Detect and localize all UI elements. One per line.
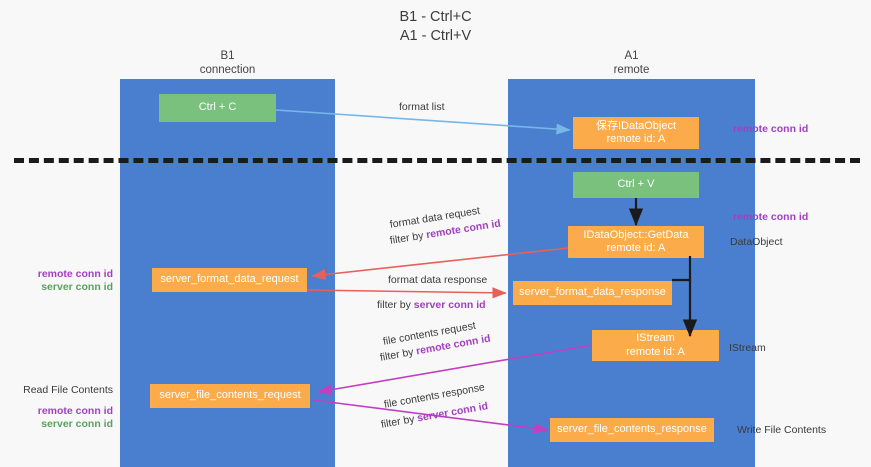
column-header-b1-line1: B1: [220, 50, 235, 62]
node-server-format-data-response-label: server_format_data_response: [519, 286, 666, 299]
edge-label-format-data-response-filter: filter by server conn id: [377, 299, 486, 312]
node-ctrl-c[interactable]: Ctrl + C: [159, 94, 276, 122]
edge-label-format-data-response-filter-prefix: filter by: [377, 299, 414, 311]
diagram-title-line1: B1 - Ctrl+C: [399, 9, 472, 25]
node-idataobject-getdata[interactable]: IDataObject::GetData remote id: A: [568, 226, 704, 258]
node-ctrl-c-label: Ctrl + C: [198, 101, 237, 114]
annotation-dataobject: DataObject: [730, 236, 783, 248]
column-header-b1-line2: connection: [199, 63, 256, 76]
annotation-istream: IStream: [729, 342, 766, 354]
edge-label-format-data-response: format data response: [388, 274, 488, 286]
node-save-idataobject-label: 保存IDataObject: [595, 119, 677, 132]
annotation-left-server-conn-id-mid: server conn id: [41, 281, 113, 293]
node-server-file-contents-response[interactable]: server_file_contents_response: [550, 418, 714, 442]
column-header-a1-line2: remote: [613, 63, 650, 76]
annotation-write-file-contents: Write File Contents: [737, 424, 827, 436]
node-server-format-data-request-label: server_format_data_request: [160, 273, 299, 286]
annotation-remote-conn-id-top: remote conn id: [733, 123, 809, 135]
node-idataobject-getdata-label: IDataObject::GetData: [583, 228, 689, 241]
annotation-left-remote-conn-id-bot: remote conn id: [37, 405, 113, 417]
node-server-file-contents-request-label: server_file_contents_request: [159, 389, 301, 402]
edge-label-format-list: format list: [399, 101, 445, 113]
diagram-title: B1 - Ctrl+C A1 - Ctrl+V: [0, 8, 871, 46]
node-ctrl-v[interactable]: Ctrl + V: [573, 172, 699, 198]
node-istream[interactable]: IStream remote id: A: [592, 330, 719, 361]
node-istream-remote-id: remote id: A: [626, 345, 685, 358]
annotation-left-remote-conn-id-mid: remote conn id: [37, 268, 113, 280]
node-server-file-contents-response-label: server_file_contents_response: [557, 423, 707, 436]
diagram-title-line2: A1 - Ctrl+V: [399, 28, 472, 44]
node-ctrl-v-label: Ctrl + V: [617, 178, 655, 191]
node-istream-label: IStream: [636, 332, 675, 344]
edge-label-format-data-response-filter-key: server conn id: [413, 299, 486, 311]
node-save-idataobject-remote-id: remote id: A: [606, 133, 666, 145]
phase-separator-dashed-line: [14, 158, 860, 163]
node-server-file-contents-request[interactable]: server_file_contents_request: [150, 384, 310, 408]
annotation-read-file-contents: Read File Contents: [23, 384, 113, 396]
annotation-left-server-conn-id-bot: server conn id: [41, 418, 113, 430]
edge-label-format-data-request-filter-prefix: filter by: [389, 229, 428, 247]
edge-label-file-contents-response-filter-prefix: filter by: [380, 412, 419, 431]
arrow-format-data-response: [306, 287, 507, 299]
column-header-a1-line1: A1: [624, 50, 639, 62]
node-idataobject-getdata-remote-id: remote id: A: [606, 242, 666, 254]
node-server-format-data-response[interactable]: server_format_data_response: [513, 281, 672, 305]
node-save-idataobject[interactable]: 保存IDataObject remote id: A: [573, 117, 699, 149]
annotation-remote-conn-id-mid: remote conn id: [733, 211, 809, 223]
node-server-format-data-request[interactable]: server_format_data_request: [152, 268, 307, 292]
